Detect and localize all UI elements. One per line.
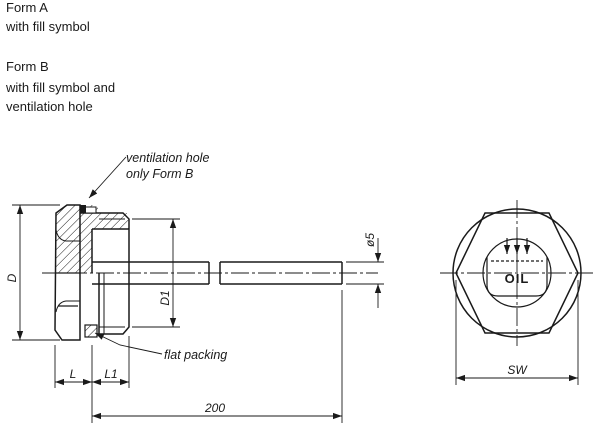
hex-chamfer-lower [55,300,80,313]
dim-d-text: D [5,273,19,282]
callout-leaders [88,156,163,355]
dim-d5-text: ø5 [363,233,377,247]
dim-length-text: 200 [204,401,225,415]
form-b-description-line-2: ventilation hole [6,99,93,114]
packing-leader [94,332,163,355]
dim-l-text: L [70,367,77,381]
section-cut-head [56,205,80,273]
form-a-title: Form A [6,0,48,15]
flat-packing-top [80,205,86,213]
form-b-title: Form B [6,59,49,74]
oil-text: OIL [505,271,530,286]
dim-sw-text: SW [507,363,528,377]
dimensions-side [12,204,384,423]
vent-leader [88,156,127,199]
side-view [54,204,343,341]
vent-label-line-1: ventilation hole [126,151,209,165]
form-b-description-line-1: with fill symbol and [6,80,116,95]
dimension-sw [455,280,579,385]
vent-label-line-2: only Form B [126,167,193,181]
form-a-description: with fill symbol [6,19,90,34]
dim-d1-text: D1 [158,290,172,305]
packing-label: flat packing [164,348,227,362]
flat-packing [84,324,98,338]
section-cut-thread [80,213,129,273]
dim-l1-text: L1 [104,367,117,381]
